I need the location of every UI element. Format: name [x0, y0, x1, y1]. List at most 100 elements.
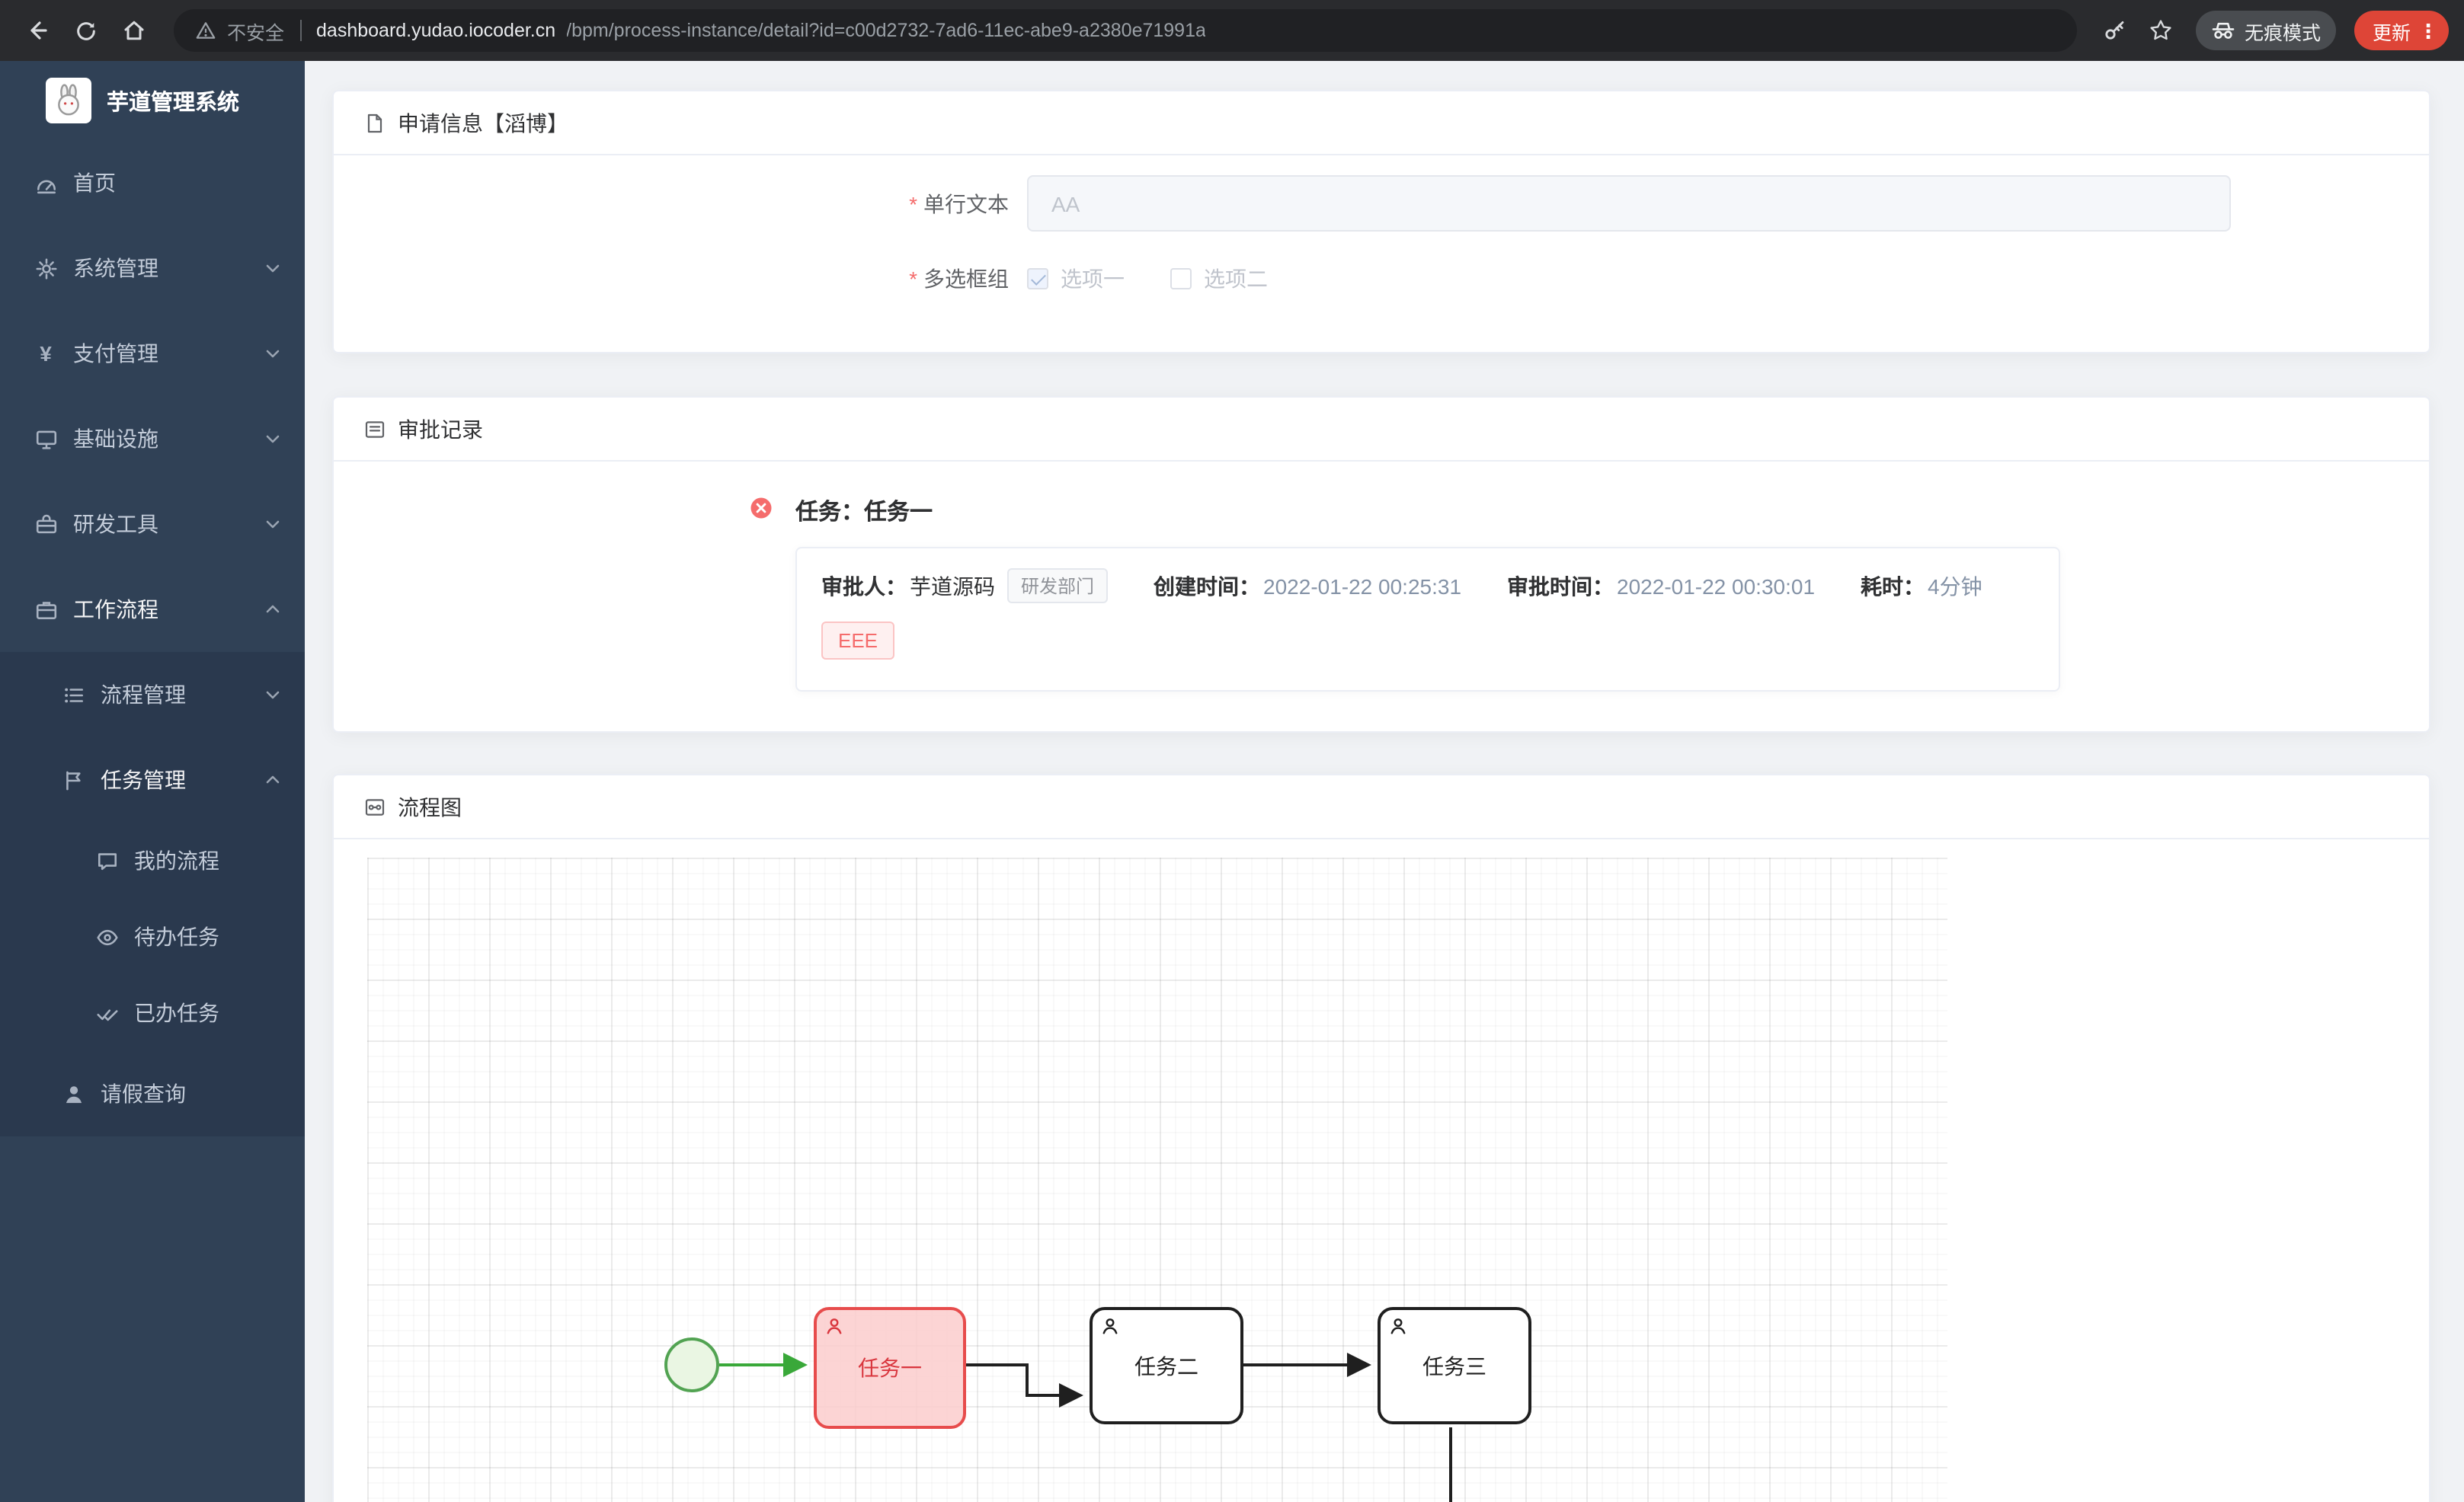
sidebar-item-label: 任务管理: [101, 768, 186, 792]
chevron-down-icon: [265, 347, 280, 360]
browser-toolbar: 不安全 dashboard.yudao.iocoder.cn/bpm/proce…: [0, 0, 2464, 61]
task-node-label: 任务三: [1422, 1353, 1486, 1378]
approval-record-title: 审批记录: [398, 417, 483, 441]
sidebar-menu: 首页 系统管理 ¥ 支付管理 基础设施 研发工具: [0, 140, 305, 1136]
chevron-down-icon: [265, 518, 280, 530]
chevron-up-icon: [265, 774, 280, 786]
sidebar-item-workflow[interactable]: 工作流程: [0, 567, 305, 652]
gear-icon: [34, 256, 58, 280]
user-task-icon: [1100, 1316, 1120, 1336]
approval-record-card: 审批记录 任务：任务一 审批人： 芋道源码 研发部门 创建时间： 2022-01…: [332, 396, 2430, 733]
eye-icon: [94, 925, 119, 949]
sidebar-item-process-management[interactable]: 流程管理: [0, 652, 305, 737]
incognito-icon: [2212, 22, 2235, 39]
sidebar-item-task-management[interactable]: 任务管理: [0, 737, 305, 823]
sidebar-item-label: 工作流程: [73, 597, 158, 622]
document-icon: [364, 112, 386, 133]
chevron-down-icon: [265, 689, 280, 701]
approved-time: 2022-01-22 00:30:01: [1617, 574, 1816, 598]
toolbox-icon: [34, 512, 58, 536]
field-label: *单行文本: [909, 191, 1009, 216]
workflow-submenu: 流程管理 任务管理 我的流程 待办任务: [0, 652, 305, 1136]
checkbox-label: 选项二: [1204, 267, 1268, 291]
sidebar-item-todo-tasks[interactable]: 待办任务: [0, 899, 305, 975]
required-mark: *: [909, 191, 917, 216]
chevron-down-icon: [265, 262, 280, 274]
sidebar-item-label: 已办任务: [134, 1001, 219, 1025]
rabbit-logo-icon: [46, 78, 91, 123]
task-node-1[interactable]: 任务一: [814, 1307, 966, 1429]
sidebar-item-my-process[interactable]: 我的流程: [0, 823, 305, 899]
approver-name: 芋道源码: [910, 574, 995, 598]
home-button[interactable]: [113, 9, 155, 52]
task-title: 任务：任务一: [795, 500, 933, 526]
department-tag: 研发部门: [1007, 568, 1109, 603]
approval-meta-row: 审批人： 芋道源码 研发部门 创建时间： 2022-01-22 00:25:31…: [821, 568, 2034, 603]
approval-record-header: 审批记录: [334, 398, 2429, 462]
back-icon: [30, 21, 47, 40]
update-button[interactable]: 更新 ⋮: [2354, 11, 2449, 50]
sidebar-item-label: 请假查询: [101, 1082, 186, 1106]
sidebar-item-label: 研发工具: [73, 512, 158, 536]
approved-label: 审批时间：: [1507, 574, 1614, 598]
diagram-icon: [364, 796, 386, 817]
incognito-label: 无痕模式: [2244, 22, 2321, 43]
main-content: 流程详情 申请信息【滔博】 *单行文本 AA *多选框组 选项一 选项二: [305, 61, 2464, 1502]
created-time: 2022-01-22 00:25:31: [1263, 574, 1462, 598]
sidebar-item-label: 待办任务: [134, 925, 219, 949]
sidebar-item-label: 我的流程: [134, 848, 219, 873]
reload-button[interactable]: [64, 9, 107, 52]
form-row-checkbox-group: *多选框组 选项一 选项二: [334, 264, 2429, 294]
password-key-button[interactable]: [2095, 11, 2135, 50]
bpmn-canvas[interactable]: 任务一 任务二 任务三: [367, 858, 1947, 1502]
form-row-text: *单行文本 AA: [334, 175, 2429, 232]
sidebar-item-label: 流程管理: [101, 682, 186, 707]
sidebar-item-done-tasks[interactable]: 已办任务: [0, 975, 305, 1051]
rejected-status-icon: [750, 497, 773, 519]
chevron-down-icon: [265, 433, 280, 445]
task-check-icon: [61, 768, 85, 792]
yen-icon: ¥: [40, 341, 52, 366]
star-icon: [2150, 20, 2171, 40]
back-button[interactable]: [15, 9, 58, 52]
start-event-node[interactable]: [664, 1337, 719, 1392]
checkbox-label: 选项一: [1061, 267, 1125, 291]
single-line-text-input: AA: [1027, 175, 2231, 232]
field-label: *多选框组: [909, 267, 1009, 291]
incognito-badge[interactable]: 无痕模式: [2195, 11, 2336, 50]
created-label: 创建时间：: [1154, 574, 1261, 598]
address-bar[interactable]: 不安全 dashboard.yudao.iocoder.cn/bpm/proce…: [174, 9, 2077, 52]
url-host: dashboard.yudao.iocoder.cn: [316, 20, 556, 41]
sidebar-item-home[interactable]: 首页: [0, 140, 305, 225]
app-title: 芋道管理系统: [107, 91, 239, 115]
comment-tag: EEE: [821, 622, 895, 660]
task-node-label: 任务一: [858, 1356, 922, 1380]
infrastructure-icon: [34, 427, 58, 451]
app-logo: 芋道管理系统: [0, 61, 305, 140]
sidebar-item-dev-tools[interactable]: 研发工具: [0, 481, 305, 567]
task-node-3[interactable]: 任务三: [1378, 1307, 1531, 1424]
bookmark-star-button[interactable]: [2141, 11, 2181, 50]
task-node-2[interactable]: 任务二: [1090, 1307, 1243, 1424]
sidebar-item-payment[interactable]: ¥ 支付管理: [0, 311, 305, 396]
duration-label: 耗时：: [1861, 574, 1925, 598]
checkbox-option-1: [1027, 268, 1048, 289]
sidebar-item-system[interactable]: 系统管理: [0, 225, 305, 311]
apply-info-header: 申请信息【滔博】: [334, 91, 2429, 155]
user-task-icon: [824, 1316, 844, 1336]
sidebar-item-infrastructure[interactable]: 基础设施: [0, 396, 305, 481]
approval-detail-box: 审批人： 芋道源码 研发部门 创建时间： 2022-01-22 00:25:31…: [795, 547, 2060, 692]
dashboard-icon: [34, 171, 58, 195]
sidebar-item-label: 支付管理: [73, 341, 158, 366]
browser-menu-icon[interactable]: ⋮: [2418, 19, 2438, 42]
address-divider: [299, 20, 302, 41]
reload-icon: [76, 21, 94, 40]
task-node-label: 任务二: [1134, 1353, 1198, 1378]
sequence-flows: [719, 1353, 1452, 1502]
sidebar: 芋道管理系统 首页 系统管理 ¥ 支付管理 基础设施: [0, 61, 305, 1502]
checkbox-option-2: [1170, 268, 1192, 289]
sidebar-item-label: 系统管理: [73, 256, 158, 280]
sidebar-item-leave-query[interactable]: 请假查询: [0, 1051, 305, 1136]
record-icon: [364, 418, 386, 439]
chevron-up-icon: [265, 603, 280, 615]
